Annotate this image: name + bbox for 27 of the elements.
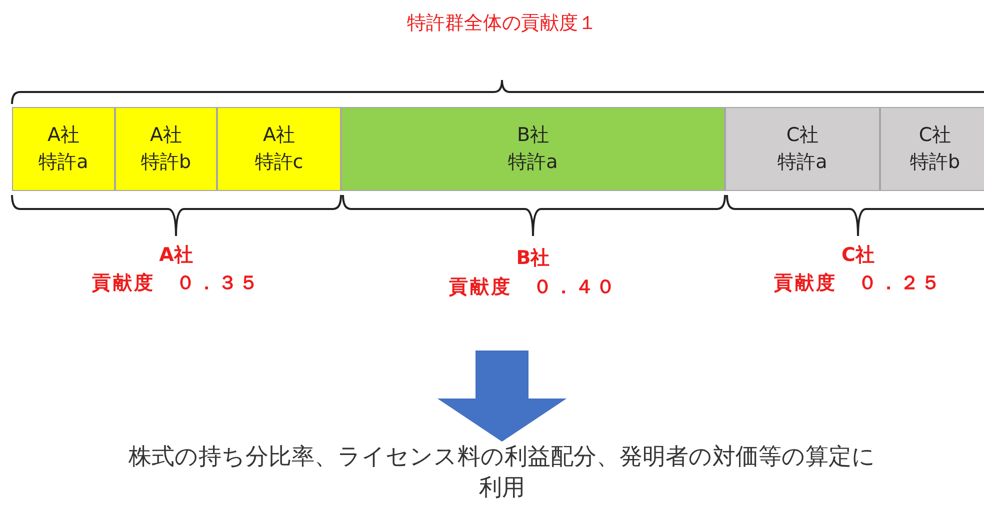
patent-box	[880, 107, 984, 191]
patent-label: 特許b	[140, 150, 192, 175]
patent-label: 特許a	[778, 150, 828, 175]
contribution-label: 貢献度 ０．４０	[449, 275, 617, 300]
total-contribution-label: 特許群全体の貢献度１	[407, 11, 597, 36]
patent-label: A社	[48, 123, 80, 148]
usage-note: 株式の持ち分比率、ライセンス料の利益配分、発明者の対価等の算定に利用	[128, 444, 876, 501]
contribution-label: 貢献度 ０．２５	[774, 271, 942, 296]
patent-label: B社	[516, 123, 550, 148]
patent-label: C社	[786, 123, 819, 148]
patent-label: C社	[918, 123, 952, 148]
patent-box	[115, 107, 217, 191]
patent-label: 特許c	[254, 150, 304, 175]
patent-label: 特許a	[508, 150, 558, 175]
patent-box	[217, 107, 341, 191]
patent-label: 特許a	[38, 150, 88, 175]
patent-box	[341, 107, 725, 191]
contribution-label: 貢献度 ０．３５	[92, 271, 260, 296]
block-arrow	[437, 350, 567, 442]
contribution-label: C社	[842, 243, 874, 268]
patent-label: A社	[150, 123, 182, 148]
contribution-label: B社	[516, 246, 550, 271]
contribution-label: A社	[159, 243, 193, 268]
patent-box	[12, 107, 115, 191]
patent-label: A社	[263, 123, 295, 148]
patent-label: 特許b	[910, 150, 960, 175]
patent-box	[725, 107, 880, 191]
